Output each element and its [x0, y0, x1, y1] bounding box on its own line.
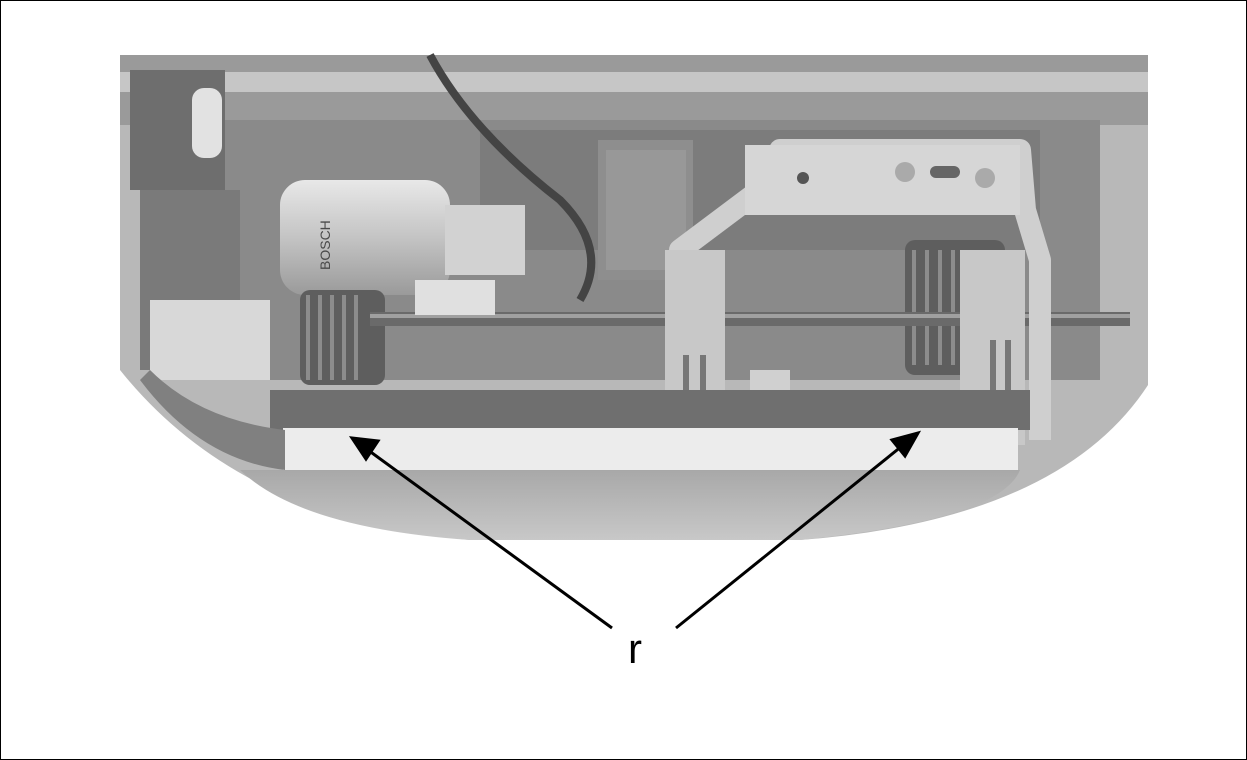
- callout-label-r: r: [628, 625, 642, 672]
- foam-strip: [283, 428, 1018, 470]
- motor-brand-text: BOSCH: [317, 220, 333, 270]
- gear-housing-left: [300, 290, 385, 385]
- seat-cushion: [240, 470, 1020, 540]
- bosch-motor: BOSCH: [280, 180, 525, 295]
- callout-arrows: [348, 430, 922, 630]
